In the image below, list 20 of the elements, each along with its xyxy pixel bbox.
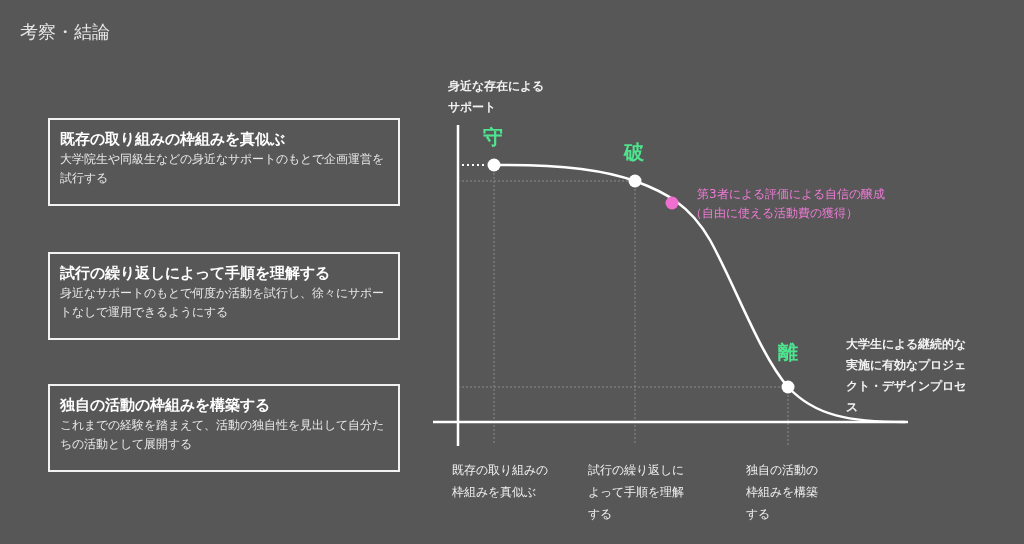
step-description: これまでの経験を踏まえて、活動の独自性を見出して自分たちの活動として展開する xyxy=(60,417,385,453)
axis-label: 身近な存在によるサポート xyxy=(448,78,545,116)
page-title: 考察・結論 xyxy=(20,20,110,44)
step-heading: 独自の活動の枠組みを構築する xyxy=(60,395,271,416)
axis-tick-label: 試行の繰り返しによって手順を理解する xyxy=(588,462,685,523)
axis-tick-label: 既存の取り組みの枠組みを真似ぶ xyxy=(452,462,549,501)
step-heading: 既存の取り組みの枠組みを真似ぶ xyxy=(60,129,286,150)
axis-tick-label: 独自の活動の枠組みを構築する xyxy=(746,462,819,523)
step-description: 身近なサポートのもとで何度か活動を試行し、徐々にサポートなしで運用できるようにする xyxy=(60,285,385,321)
step-heading: 試行の繰り返しによって手順を理解する xyxy=(60,263,331,284)
step-description: 大学院生や同級生などの身近なサポートのもとで企画運営を試行する xyxy=(60,151,385,187)
step-card xyxy=(48,384,400,472)
stage-mark: 守 xyxy=(483,124,503,151)
step-card xyxy=(48,118,400,206)
step-card xyxy=(48,252,400,340)
stage-mark: 破 xyxy=(624,139,644,166)
outcome-note: 大学生による継続的な実施に有効なプロジェクト・デザインプロセス xyxy=(846,336,967,416)
stage-mark: 離 xyxy=(778,339,798,366)
annotation-text: 第3者による評価による自信の醸成 xyxy=(697,186,885,203)
annotation-text: （自由に使える活動費の獲得） xyxy=(690,205,858,222)
